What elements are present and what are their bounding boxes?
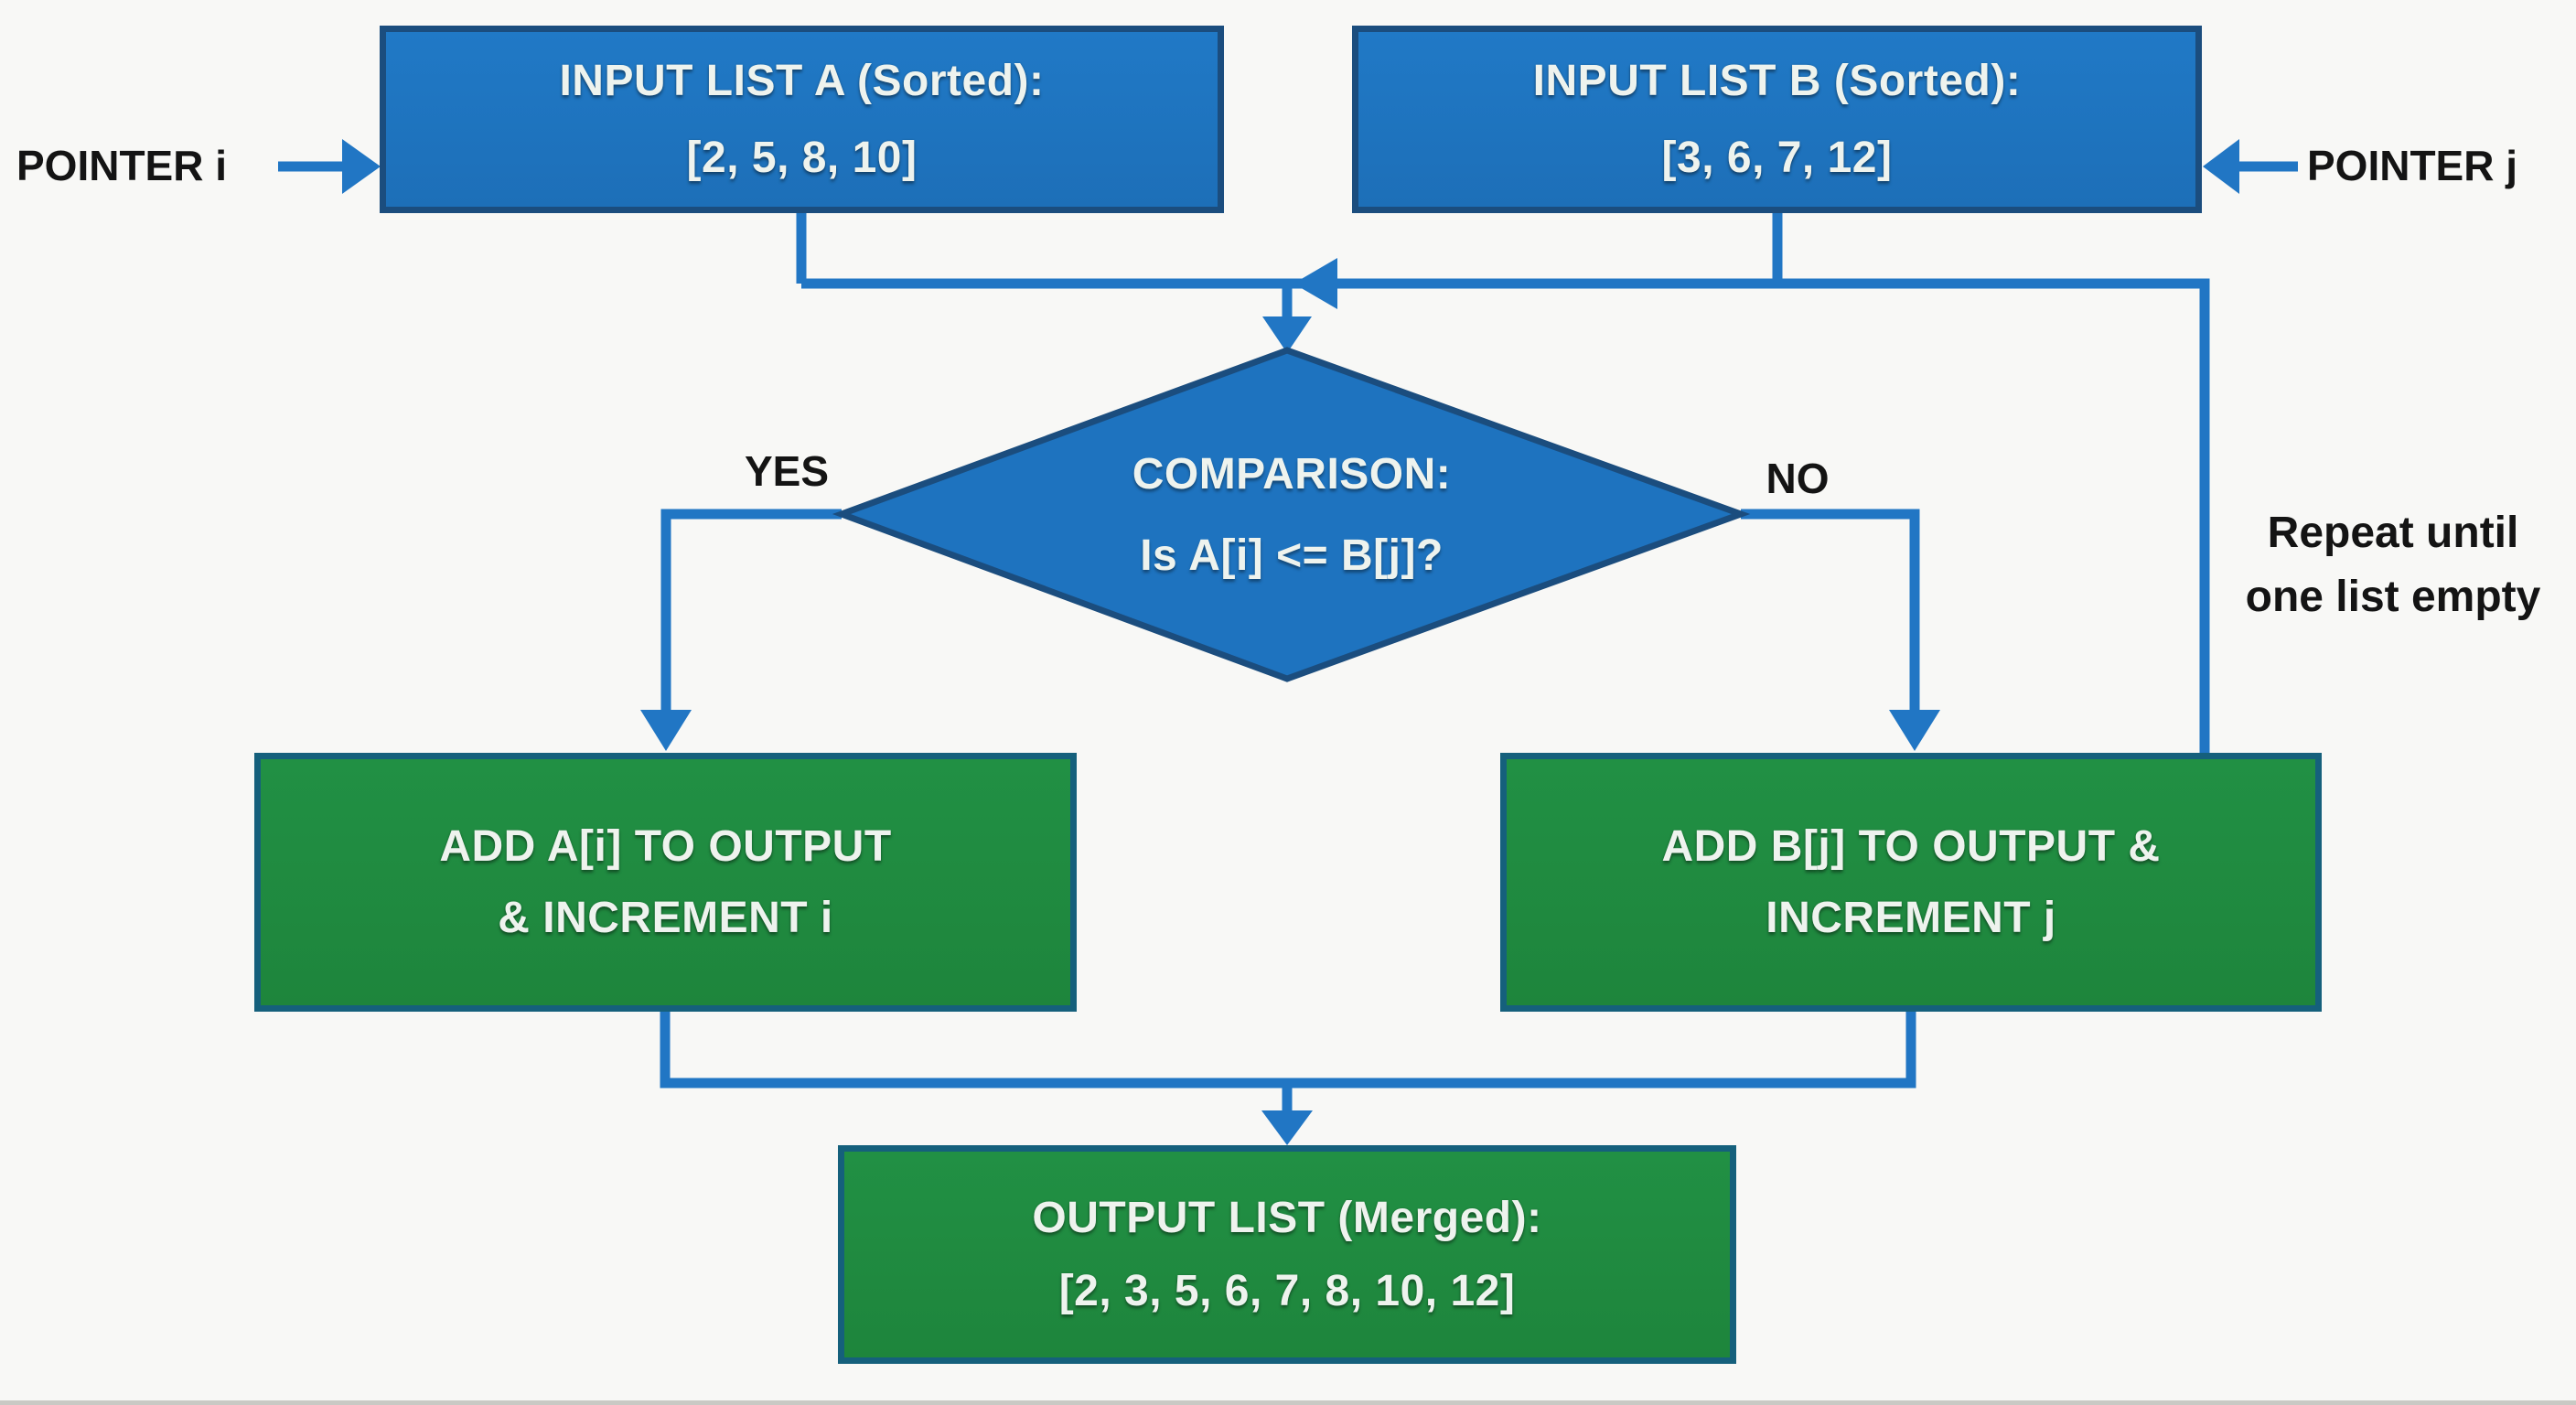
input-a-title: INPUT LIST A (Sorted): <box>559 56 1045 105</box>
scan-edge-divider <box>0 1400 2576 1405</box>
repeat-note-line1: Repeat until <box>2267 509 2519 557</box>
diamond-entry-arrowhead-icon <box>1262 316 1312 353</box>
output-title: OUTPUT LIST (Merged): <box>1032 1193 1542 1242</box>
connector-junction-and-loop <box>801 278 2210 756</box>
pointer-i-arrowhead-icon <box>342 139 381 194</box>
input-b-value: [3, 6, 7, 12] <box>1661 133 1893 182</box>
input-a-value: [2, 5, 8, 10] <box>686 133 918 182</box>
node-add-b: ADD B[j] TO OUTPUT & INCREMENT j <box>1500 753 2322 1012</box>
add-b-line2: INCREMENT j <box>1766 893 2056 942</box>
connector-yes-branch <box>660 509 842 712</box>
comparison-title: COMPARISON: <box>1132 450 1452 499</box>
decision-diamond-shape <box>832 347 1751 682</box>
add-a-line1: ADD A[i] TO OUTPUT <box>439 821 892 871</box>
label-pointer-j: POINTER j <box>2307 142 2518 189</box>
label-repeat-note: Repeat until one list empty <box>2212 501 2574 628</box>
node-output-list: OUTPUT LIST (Merged): [2, 3, 5, 6, 7, 8,… <box>838 1145 1736 1364</box>
label-no: NO <box>1766 455 1830 502</box>
repeat-note-line2: one list empty <box>2245 572 2541 621</box>
label-pointer-i: POINTER i <box>16 142 228 189</box>
no-arrowhead-icon <box>1889 710 1940 751</box>
junction-left-arrowhead-icon <box>1293 258 1337 309</box>
comparison-question: Is A[i] <= B[j]? <box>1140 531 1444 580</box>
pointer-j-arrowhead-icon <box>2203 139 2239 194</box>
connector-merge-bus <box>660 1012 1916 1089</box>
add-a-line2: & INCREMENT i <box>498 893 833 942</box>
output-arrowhead-icon <box>1261 1110 1313 1145</box>
node-input-list-b: INPUT LIST B (Sorted): [3, 6, 7, 12] <box>1352 26 2202 213</box>
node-input-list-a: INPUT LIST A (Sorted): [2, 5, 8, 10] <box>380 26 1224 213</box>
label-yes: YES <box>744 447 830 495</box>
input-b-title: INPUT LIST B (Sorted): <box>1532 56 2022 105</box>
yes-arrowhead-icon <box>640 710 692 751</box>
output-value: [2, 3, 5, 6, 7, 8, 10, 12] <box>1058 1266 1516 1315</box>
add-b-line1: ADD B[j] TO OUTPUT & <box>1661 821 2161 871</box>
connector-no-branch <box>1741 509 1920 712</box>
node-add-a: ADD A[i] TO OUTPUT & INCREMENT i <box>254 753 1077 1012</box>
decision-comparison: COMPARISON: Is A[i] <= B[j]? <box>971 395 1612 635</box>
